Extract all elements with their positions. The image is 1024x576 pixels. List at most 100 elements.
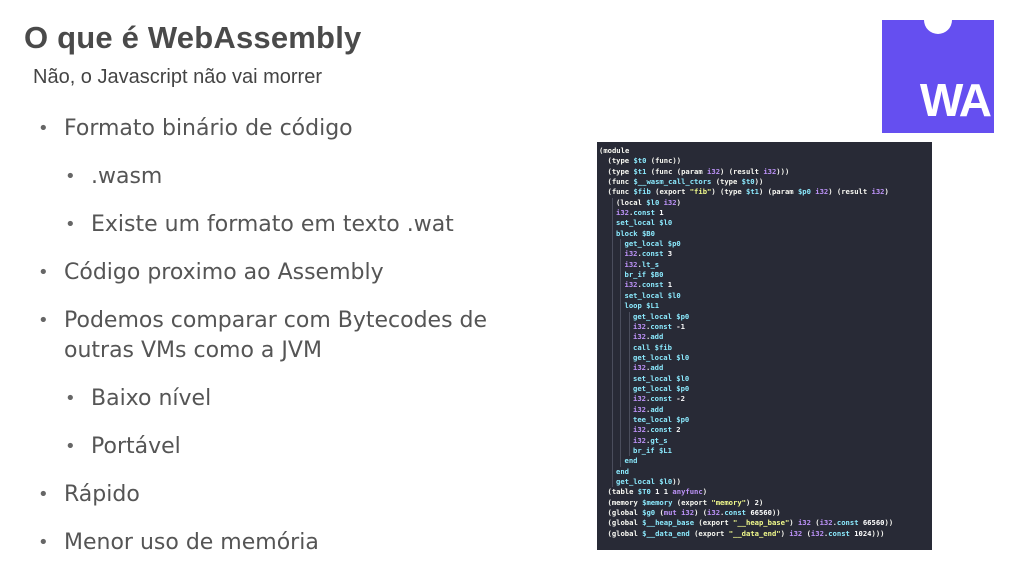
- code-text: loop $L1: [624, 301, 660, 311]
- indent-guide: [611, 228, 613, 240]
- indent-guide: [628, 425, 630, 436]
- code-line: i32.lt_s: [597, 259, 932, 271]
- code-text: br_if $B0: [624, 270, 664, 280]
- code-line: i32.add: [597, 363, 932, 374]
- code-line: get_local $l0: [597, 352, 932, 364]
- code-line: (global $__data_end (export "__data_end"…: [597, 529, 932, 539]
- indent-guide: [611, 197, 613, 209]
- indent-guide: [611, 363, 613, 374]
- indent-guide: [628, 435, 630, 446]
- indent-guide: [620, 363, 621, 374]
- logo-notch: [924, 6, 952, 34]
- code-line: tee_local $p0: [597, 414, 932, 426]
- indent-guide: [628, 373, 630, 384]
- code-line: end: [597, 466, 932, 477]
- code-text: i32.const 3: [624, 249, 673, 259]
- sub-bullet-item: •Existe um formato em texto .wat: [38, 210, 518, 240]
- code-line: i32.const 1: [597, 208, 932, 219]
- indent-guide: [611, 208, 613, 219]
- indent-guide: [628, 383, 630, 395]
- indent-guide: [628, 332, 630, 343]
- code-line: i32.const 3: [597, 249, 932, 260]
- code-line: get_local $p0: [597, 311, 932, 322]
- indent-guide: [611, 332, 613, 343]
- code-text: get_local $p0: [624, 239, 681, 249]
- indent-guide: [611, 259, 613, 271]
- code-line: (table $T0 1 1 anyfunc): [597, 487, 932, 497]
- bullet-dot-icon: •: [38, 118, 49, 139]
- sub-bullet-item: •Portável: [38, 432, 518, 462]
- indent-guide: [611, 311, 613, 322]
- bullet-item: •Menor uso de memória: [38, 528, 518, 558]
- indent-guide: [611, 352, 613, 364]
- indent-guide: [611, 218, 613, 229]
- sub-bullet-item: •Baixo nível: [38, 384, 518, 414]
- code-line: (global $__heap_base (export "__heap_bas…: [597, 518, 932, 528]
- indent-guide: [611, 456, 613, 467]
- code-text: get_local $p0: [633, 383, 690, 393]
- code-text: (global $__data_end (export "__data_end"…: [607, 528, 885, 538]
- bullet-text: Código proximo ao Assembly: [64, 260, 384, 285]
- bullet-dot-icon: •: [38, 262, 49, 283]
- code-text: i32.const 2: [633, 425, 681, 435]
- code-text: i32.add: [633, 332, 664, 342]
- code-line: get_local $p0: [597, 383, 932, 395]
- indent-guide: [611, 290, 613, 302]
- code-line: get_local $l0)): [597, 477, 932, 488]
- bullet-text: Rápido: [64, 482, 140, 507]
- indent-guide: [620, 383, 621, 395]
- code-text: i32.add: [633, 363, 664, 373]
- code-text: i32.const 1: [616, 208, 664, 218]
- code-text: set_local $l0: [633, 373, 690, 383]
- code-text: get_local $p0: [633, 311, 690, 321]
- code-line: i32.const 2: [597, 425, 932, 436]
- indent-guide: [620, 270, 621, 281]
- indent-guide: [620, 290, 621, 302]
- code-line: i32.const -1: [597, 321, 932, 333]
- indent-guide: [620, 280, 621, 291]
- code-text: set_local $l0: [624, 290, 681, 300]
- indent-guide: [611, 342, 613, 353]
- slide-title: O que é WebAssembly: [24, 20, 362, 55]
- code-line: (global $g0 (mut i32) (i32.const 66560)): [597, 508, 932, 518]
- code-text: tee_local $p0: [633, 414, 690, 424]
- indent-guide: [628, 321, 630, 333]
- indent-guide: [620, 332, 621, 343]
- bullet-text: Podemos comparar com Bytecodes de outras…: [64, 308, 488, 363]
- code-line: end: [597, 456, 932, 467]
- indent-guide: [611, 280, 613, 291]
- code-line: i32.add: [597, 332, 932, 343]
- bullet-list: •Formato binário de código•.wasm•Existe …: [38, 114, 518, 576]
- code-line: get_local $p0: [597, 239, 932, 250]
- code-text: i32.const -1: [633, 321, 685, 331]
- webassembly-logo-icon: WA: [882, 6, 994, 133]
- indent-guide: [628, 352, 630, 364]
- code-text: i32.const -2: [633, 394, 685, 404]
- code-line: i32.gt_s: [597, 435, 932, 446]
- indent-guide: [611, 466, 613, 477]
- code-text: (local $l0 i32): [616, 197, 681, 207]
- indent-guide: [620, 259, 621, 271]
- indent-guide: [611, 394, 613, 405]
- code-line: (local $l0 i32): [597, 197, 932, 209]
- indent-guide: [628, 363, 630, 374]
- bullet-item: •Rápido: [38, 480, 518, 510]
- bullet-dot-icon: •: [65, 436, 76, 457]
- bullet-item: •Podemos comparar com Bytecodes de outra…: [38, 306, 518, 366]
- code-line: block $B0: [597, 228, 932, 240]
- code-text: i32.gt_s: [633, 435, 668, 445]
- indent-guide: [611, 321, 613, 333]
- bullet-text: .wasm: [91, 164, 163, 189]
- code-text: (table $T0 1 1 anyfunc): [607, 487, 708, 497]
- indent-guide: [620, 342, 621, 353]
- code-text: br_if $L1: [633, 445, 672, 455]
- code-line: br_if $L1: [597, 445, 932, 457]
- code-line: (module: [597, 146, 932, 156]
- code-text: i32.add: [633, 404, 664, 414]
- code-line: i32.const -2: [597, 394, 932, 405]
- code-line: set_local $l0: [597, 373, 932, 384]
- code-text: i32.lt_s: [624, 259, 660, 269]
- bullet-dot-icon: •: [38, 532, 49, 553]
- indent-guide: [628, 311, 630, 322]
- indent-guide: [628, 394, 630, 405]
